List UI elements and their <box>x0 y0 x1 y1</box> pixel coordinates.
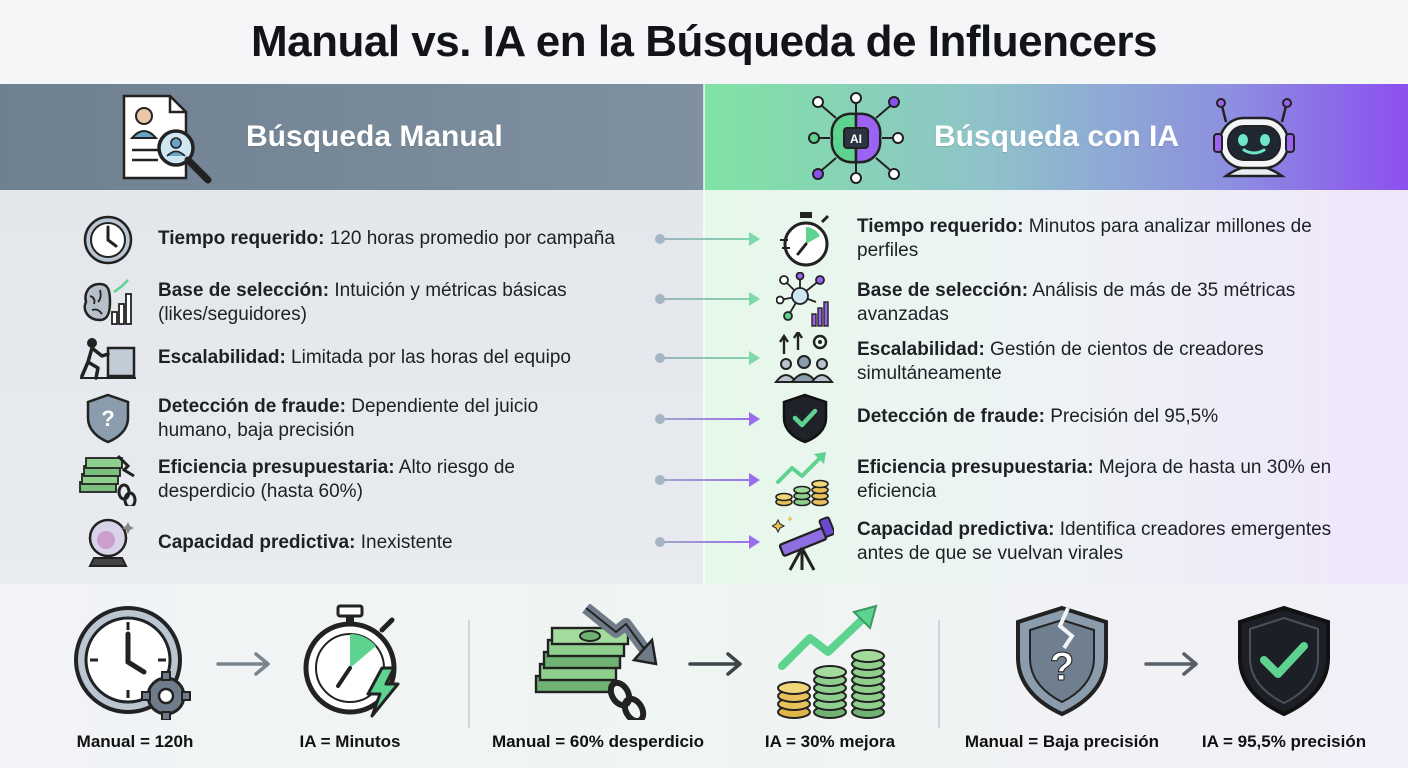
row-label: Escalabilidad: <box>158 347 286 368</box>
manual-row-1: Tiempo requerido: 120 horas promedio por… <box>158 227 658 251</box>
svg-text:?: ? <box>101 406 114 431</box>
summary-strip <box>0 584 1408 768</box>
ai-row-4: Detección de fraude: Precisión del 95,5% <box>857 405 1377 429</box>
summary-label-1: Manual = 120h <box>76 732 194 751</box>
connector-1 <box>655 232 760 246</box>
connector-5 <box>655 473 760 487</box>
coins-up-icon <box>777 604 885 719</box>
row-label: Tiempo requerido: <box>158 228 325 249</box>
connector-2 <box>655 292 760 306</box>
row-value: Intuición y métricas básicas (likes/segu… <box>158 280 567 325</box>
ai-heading: Búsqueda con IA <box>934 120 1180 153</box>
telescope-icon <box>772 516 834 571</box>
summary-label-3: Manual = 60% desperdicio <box>491 732 705 751</box>
manual-row-4: Detección de fraude: Dependiente del jui… <box>158 395 608 443</box>
manual-row-6: Capacidad predictiva: Inexistente <box>158 531 638 555</box>
row-label: Base de selección: <box>857 280 1029 301</box>
network-chart-icon <box>776 272 829 327</box>
row-label: Eficiencia presupuestaria: <box>857 457 1094 478</box>
row-value: Alto riesgo de desperdicio (hasta 60%) <box>158 457 515 502</box>
stopwatch-bolt-icon <box>303 604 400 718</box>
ai-row-2: Base de selección: Análisis de más de 35… <box>857 279 1377 327</box>
clock-icon <box>83 215 133 265</box>
coins-growth-icon <box>775 452 829 507</box>
ai-row-5: Eficiencia presupuestaria: Mejora de has… <box>857 456 1377 504</box>
row-label: Base de selección: <box>158 280 330 301</box>
crystal-ball-icon <box>88 518 134 567</box>
row-label: Escalabilidad: <box>857 339 985 360</box>
money-down-icon <box>534 604 658 720</box>
stopwatch-icon <box>780 212 830 267</box>
row-label: Eficiencia presupuestaria: <box>158 457 395 478</box>
row-value: Limitada por las horas del equipo <box>285 347 571 368</box>
brain-chart-icon <box>83 279 132 325</box>
row-value: Mejora de hasta un 30% en eficiencia <box>857 457 1332 502</box>
row-label: Detección de fraude: <box>857 406 1045 427</box>
summary-divider-2 <box>938 620 940 728</box>
row-value: Dependiente del juicio humano, baja prec… <box>158 396 539 441</box>
team-growth-icon <box>774 332 834 383</box>
person-pushing-box-icon <box>80 338 136 380</box>
row-value: Inexistente <box>355 532 453 553</box>
summary-label-2: IA = Minutos <box>299 732 401 751</box>
summary-label-5: Manual = Baja precisión <box>964 732 1160 751</box>
manual-header-band <box>0 84 704 190</box>
row-label: Detección de fraude: <box>158 396 346 417</box>
ai-row-6: Capacidad predictiva: Identifica creador… <box>857 518 1377 566</box>
clock-gear-icon <box>74 606 191 720</box>
connector-4 <box>655 412 760 426</box>
check-shield-icon <box>1238 605 1330 717</box>
row-label: Capacidad predictiva: <box>158 532 356 553</box>
svg-text:?: ? <box>1050 645 1074 689</box>
document-search-icon <box>122 94 212 184</box>
manual-row-3: Escalabilidad: Limitada por las horas de… <box>158 346 658 370</box>
row-value: Minutos para analizar millones de perfil… <box>857 216 1312 261</box>
arrow-right-icon <box>216 652 270 676</box>
page-title: Manual vs. IA en la Búsqueda de Influenc… <box>0 0 1408 84</box>
shield-check-icon <box>782 393 828 444</box>
row-value: 120 horas promedio por campaña <box>324 228 615 249</box>
robot-icon <box>1213 98 1295 178</box>
connector-3 <box>655 351 760 365</box>
shield-question-icon: ? <box>86 393 130 444</box>
row-value: Gestión de cientos de creadores simultán… <box>857 339 1264 384</box>
row-label: Tiempo requerido: <box>857 216 1024 237</box>
ai-row-3: Escalabilidad: Gestión de cientos de cre… <box>857 338 1377 386</box>
summary-label-4: IA = 30% mejora <box>764 732 896 751</box>
arrow-right-icon <box>1144 652 1198 676</box>
row-label: Capacidad predictiva: <box>857 519 1055 540</box>
manual-row-2: Base de selección: Intuición y métricas … <box>158 279 628 327</box>
summary-label-6: IA = 95,5% precisión <box>1201 732 1367 751</box>
center-divider <box>703 84 705 584</box>
svg-text:AI: AI <box>850 132 862 146</box>
row-value: Análisis de más de 35 métricas avanzadas <box>857 280 1296 325</box>
row-value: Precisión del 95,5% <box>1044 406 1219 427</box>
summary-divider-1 <box>468 620 470 728</box>
money-chain-icon <box>79 454 137 506</box>
ai-row-1: Tiempo requerido: Minutos para analizar … <box>857 215 1377 263</box>
cracked-shield-icon: ? <box>1016 605 1108 717</box>
manual-heading: Búsqueda Manual <box>246 120 503 153</box>
ai-brain-icon: AI <box>808 92 904 184</box>
manual-row-5: Eficiencia presupuestaria: Alto riesgo d… <box>158 456 588 504</box>
row-value: Identifica creadores emergentes antes de… <box>857 519 1332 564</box>
connector-6 <box>655 535 760 549</box>
arrow-right-icon <box>688 652 742 676</box>
